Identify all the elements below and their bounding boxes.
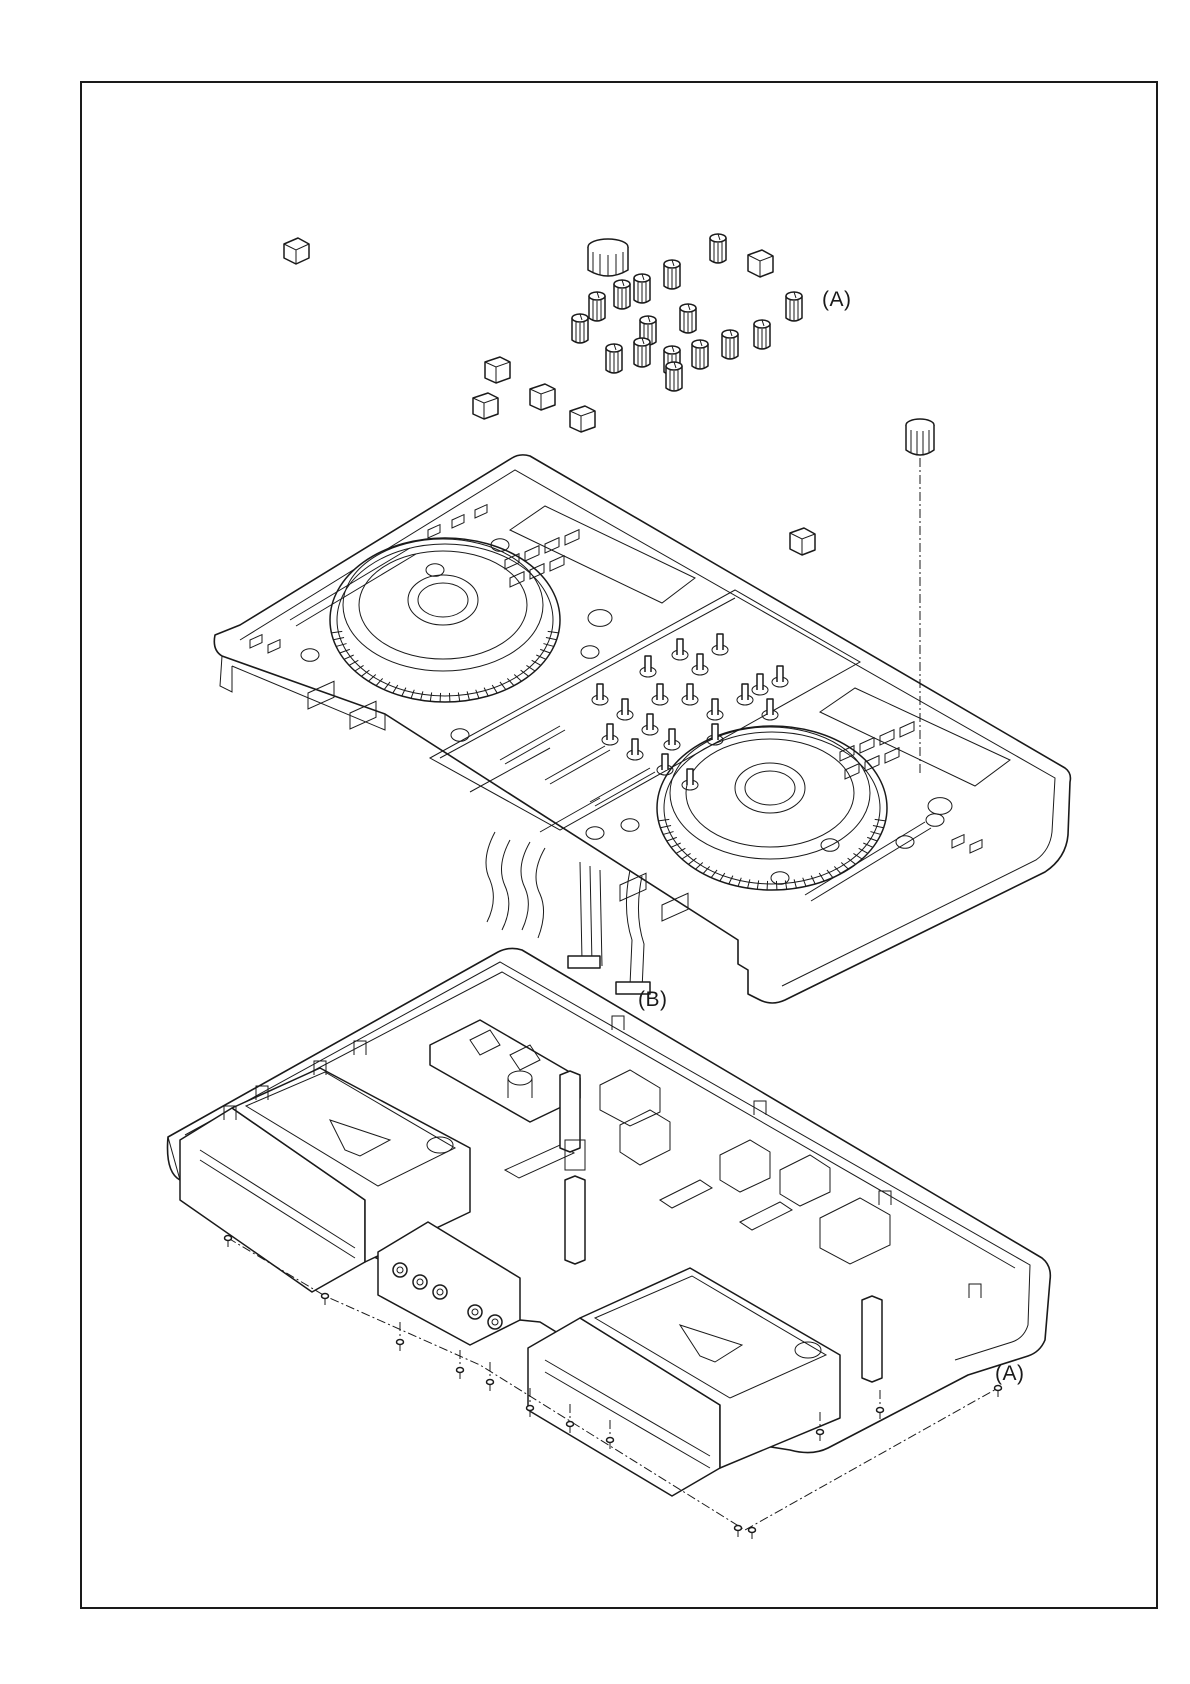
panel-button xyxy=(550,556,564,571)
screw xyxy=(397,1340,404,1352)
screw xyxy=(225,1236,232,1248)
panel-button xyxy=(565,530,579,545)
mixer-knob xyxy=(652,684,668,705)
rotary-knob xyxy=(572,314,588,343)
panel-button xyxy=(250,635,262,648)
mixer-knob xyxy=(672,639,688,660)
round-button xyxy=(621,819,639,832)
round-button xyxy=(588,610,612,627)
jack xyxy=(468,1305,482,1319)
mixer-knob xyxy=(642,714,658,735)
fader-cap-right xyxy=(748,250,773,277)
large-knob-cap xyxy=(588,239,628,276)
screw xyxy=(749,1528,756,1540)
wall-post xyxy=(969,1284,981,1298)
round-button xyxy=(928,798,952,815)
mixer-knob xyxy=(737,684,753,705)
panel-button xyxy=(268,640,280,653)
panel-button xyxy=(900,722,914,737)
rotary-knob xyxy=(614,280,630,309)
mixer-knob xyxy=(682,684,698,705)
round-button xyxy=(451,729,469,742)
rotary-knob xyxy=(634,338,650,367)
screw xyxy=(817,1430,824,1442)
mixer-knob xyxy=(772,666,788,687)
screw xyxy=(487,1380,494,1392)
round-button xyxy=(301,649,319,662)
browse-knob-cap xyxy=(906,419,934,775)
mixer-knob xyxy=(752,674,768,695)
rotary-knob xyxy=(722,330,738,359)
fader-cap-top-left xyxy=(284,238,309,264)
panel-button xyxy=(428,525,440,538)
mixer-knob xyxy=(692,654,708,675)
wall-post xyxy=(612,1016,624,1030)
rotary-knob xyxy=(664,260,680,289)
bottom-chassis xyxy=(168,948,1051,1496)
fader-cap-middle xyxy=(790,528,815,555)
screw xyxy=(457,1368,464,1380)
top-panel xyxy=(214,455,1070,1003)
jog-wheel-left xyxy=(330,538,560,702)
round-button xyxy=(896,836,914,849)
round-button xyxy=(586,827,604,840)
mixer-knob xyxy=(664,729,680,750)
jog-wheel-right xyxy=(657,726,887,890)
jack xyxy=(413,1275,427,1289)
panel-button xyxy=(525,546,539,561)
panel-button xyxy=(452,515,464,528)
fader-caps-group xyxy=(473,357,595,432)
rotary-knob xyxy=(606,344,622,373)
screw xyxy=(735,1526,742,1538)
panel-button xyxy=(475,505,487,518)
jack xyxy=(433,1285,447,1299)
panel-button xyxy=(952,835,964,848)
callout-b-cable: (B) xyxy=(638,988,668,1012)
rotary-knob xyxy=(786,292,802,321)
mixer-knob xyxy=(592,684,608,705)
jack xyxy=(393,1263,407,1277)
rotary-knob xyxy=(634,274,650,303)
panel-button xyxy=(885,748,899,763)
jack xyxy=(488,1315,502,1329)
rotary-knob xyxy=(589,292,605,321)
panel-button xyxy=(880,730,894,745)
rotary-knob xyxy=(666,362,682,391)
mixer-knob xyxy=(627,739,643,760)
screw xyxy=(877,1408,884,1420)
screw xyxy=(995,1386,1002,1398)
screw xyxy=(322,1294,329,1306)
tray-drive-right xyxy=(528,1268,840,1496)
mixer-knob xyxy=(707,699,723,720)
mixer-knob xyxy=(712,634,728,655)
ribbon-cables xyxy=(486,832,650,994)
rotary-knob xyxy=(710,234,726,263)
panel-button xyxy=(662,893,688,921)
rotary-knob xyxy=(754,320,770,349)
panel-button xyxy=(970,840,982,853)
rotary-knob xyxy=(692,340,708,369)
rotary-knob xyxy=(680,304,696,333)
panel-button xyxy=(860,738,874,753)
round-button xyxy=(581,646,599,659)
mixer-knob xyxy=(602,724,618,745)
callout-a-knobs: (A) xyxy=(822,288,852,312)
callout-a-screws: (A) xyxy=(995,1362,1025,1386)
round-button xyxy=(926,814,944,827)
mixer-knob xyxy=(640,656,656,677)
mixer-knob xyxy=(617,699,633,720)
